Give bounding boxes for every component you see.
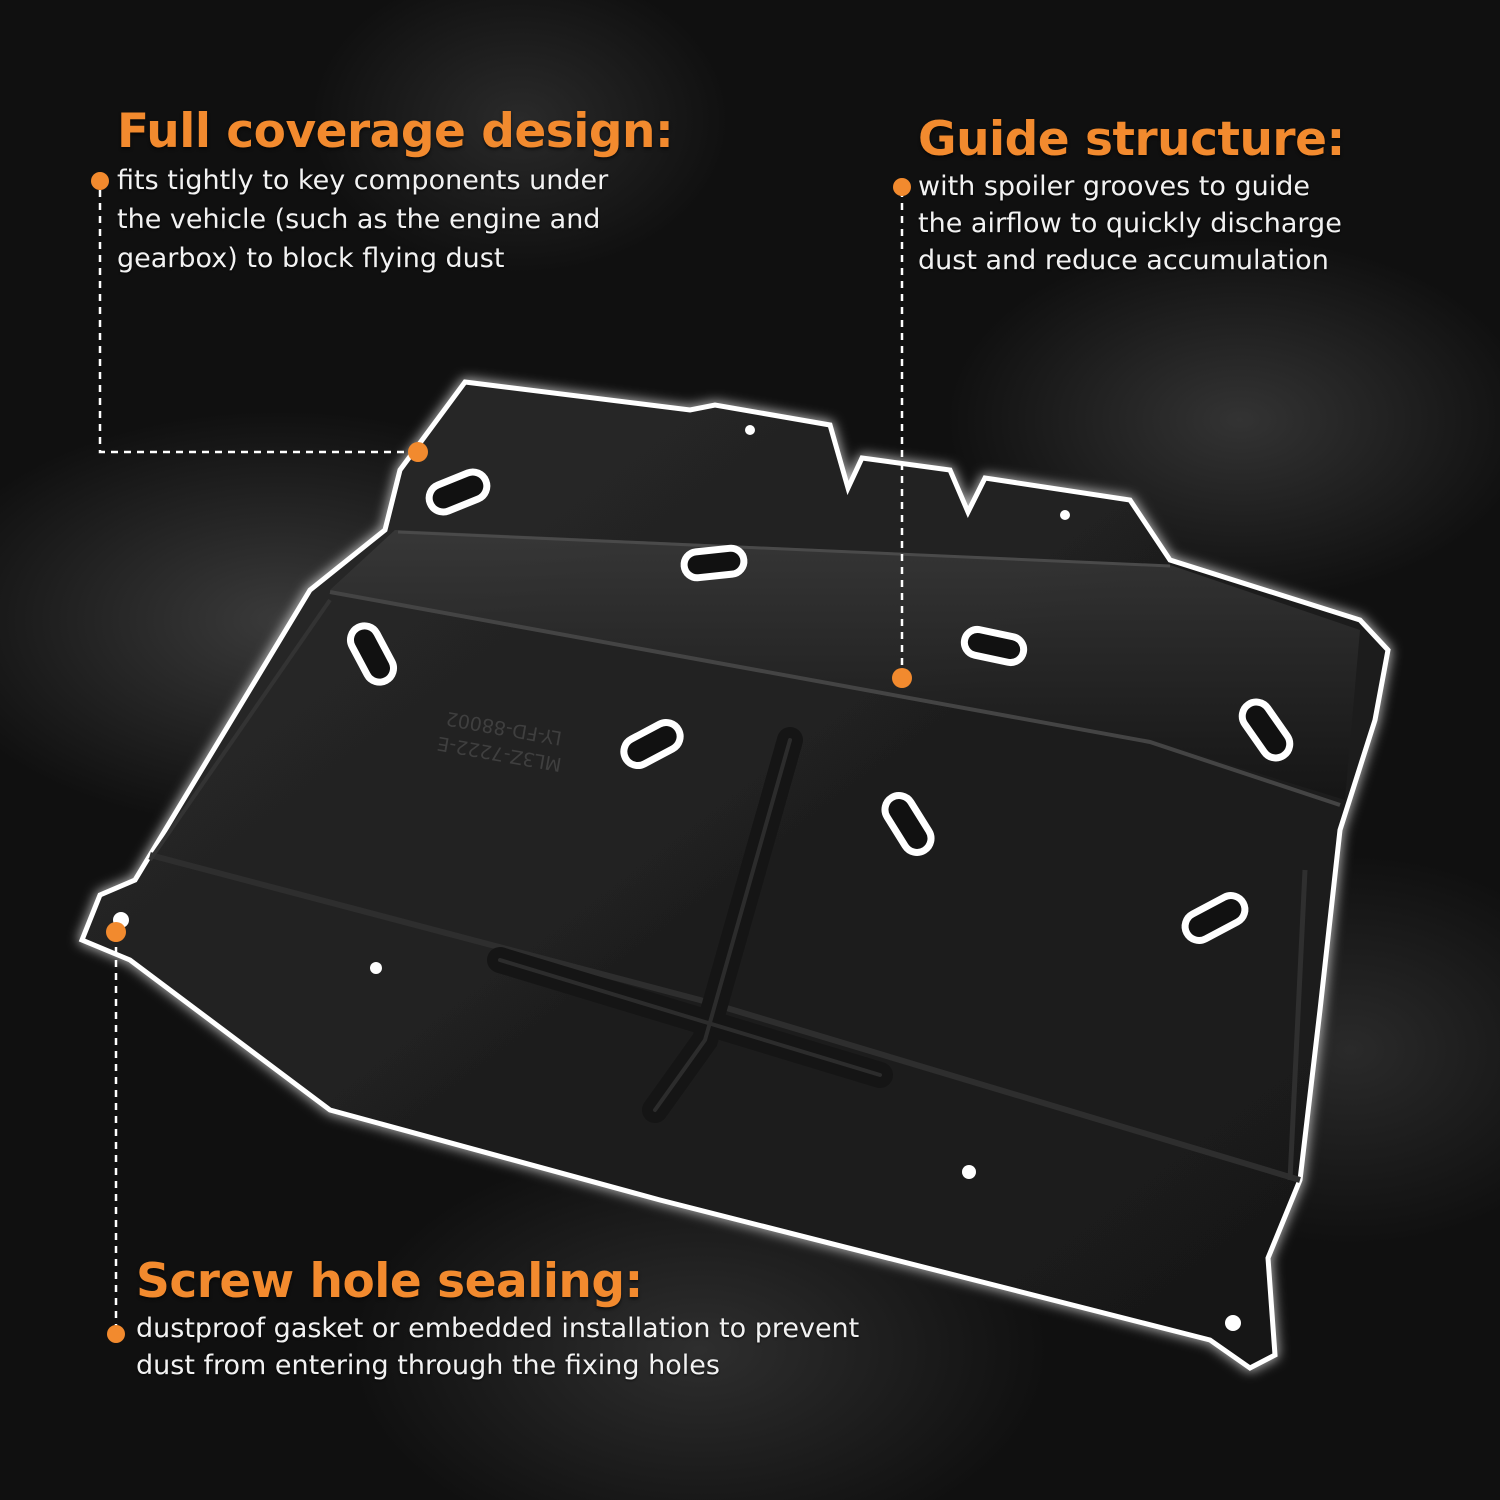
callout-line: with spoiler grooves to guide: [918, 171, 1311, 202]
callout-line: gearbox) to block flying dust: [117, 243, 505, 274]
skid-plate-body: [78, 379, 1391, 1371]
airflow-channel: [330, 530, 1360, 800]
slotted-holes: [346, 468, 1294, 944]
leader-lines: [98, 190, 904, 1334]
callout-line: fits tightly to key components under: [117, 165, 609, 196]
callout-line: dustproof gasket or embedded installatio…: [136, 1313, 860, 1344]
callout-full-coverage: Full coverage design: fits tightly to ke…: [117, 104, 677, 277]
marker-dot-channel: [892, 668, 912, 688]
callout-guide-structure: Guide structure: with spoiler grooves to…: [918, 112, 1478, 279]
marker-dot-full-coverage: [91, 172, 109, 190]
marker-dot-plate-edge: [408, 442, 428, 462]
callout-title: Screw hole sealing:: [136, 1254, 643, 1309]
callout-line: the airflow to quickly discharge: [918, 208, 1342, 239]
callout-title: Full coverage design:: [117, 104, 674, 159]
marker-dot-screw-hole: [106, 922, 126, 942]
callout-line: the vehicle (such as the engine and: [117, 204, 601, 235]
callout-markers: [91, 172, 912, 1343]
callout-line: dust and reduce accumulation: [918, 245, 1329, 276]
callout-line: dust from entering through the fixing ho…: [136, 1350, 720, 1381]
callout-title: Guide structure:: [918, 112, 1345, 167]
callout-screw-hole-sealing: Screw hole sealing: dustproof gasket or …: [136, 1254, 936, 1384]
marker-dot-screw-hole-text: [107, 1325, 125, 1343]
marker-dot-guide-structure: [893, 178, 911, 196]
